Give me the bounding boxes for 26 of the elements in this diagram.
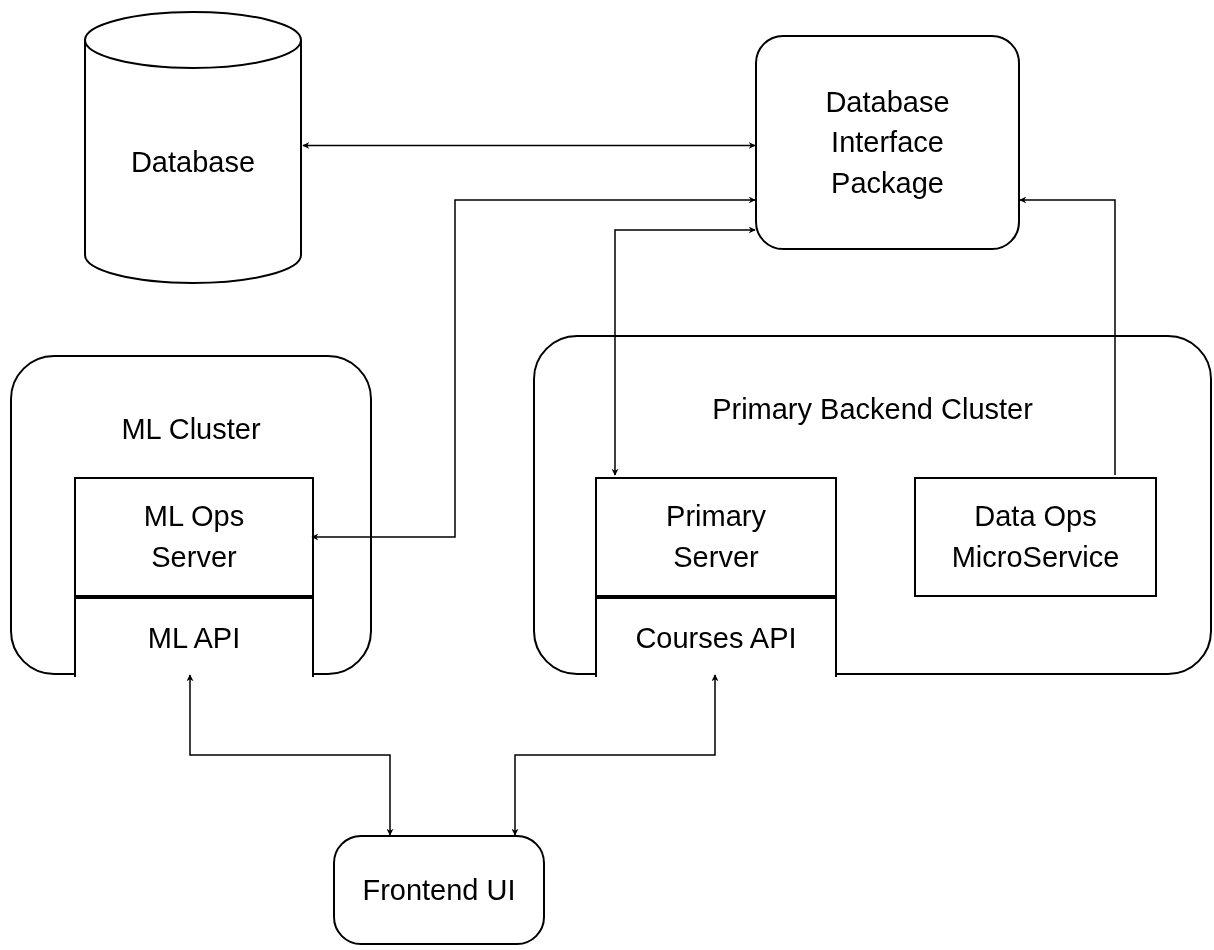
connector-arrow [511, 674, 719, 836]
server-box [914, 477, 1157, 597]
node-label: Primary Backend Cluster [712, 392, 1033, 427]
node-label: ML API [147, 620, 241, 656]
connector-arrow [611, 226, 756, 476]
api-box [74, 597, 314, 677]
cluster-container [10, 355, 372, 675]
node-label: ML Cluster [121, 412, 261, 447]
api-box [595, 597, 837, 677]
connector-arrow [186, 674, 394, 836]
node-label: Frontend UI [362, 872, 516, 908]
node-label: Data Ops MicroService [950, 499, 1121, 575]
node-label: Database Interface Package [824, 84, 951, 201]
node-label: ML Ops Server [142, 499, 246, 575]
database-cylinder [83, 10, 303, 285]
connector-arrow [1019, 196, 1116, 476]
node-label: Courses API [635, 620, 797, 656]
server-box [74, 477, 314, 597]
server-box [595, 477, 837, 597]
node-label: Primary Server [665, 499, 767, 575]
node-label: Database [130, 145, 256, 181]
rounded-box [333, 835, 545, 945]
connector-arrow [302, 142, 756, 149]
connector-arrow [311, 196, 756, 541]
rounded-box [755, 35, 1020, 250]
cluster-container [533, 335, 1212, 675]
